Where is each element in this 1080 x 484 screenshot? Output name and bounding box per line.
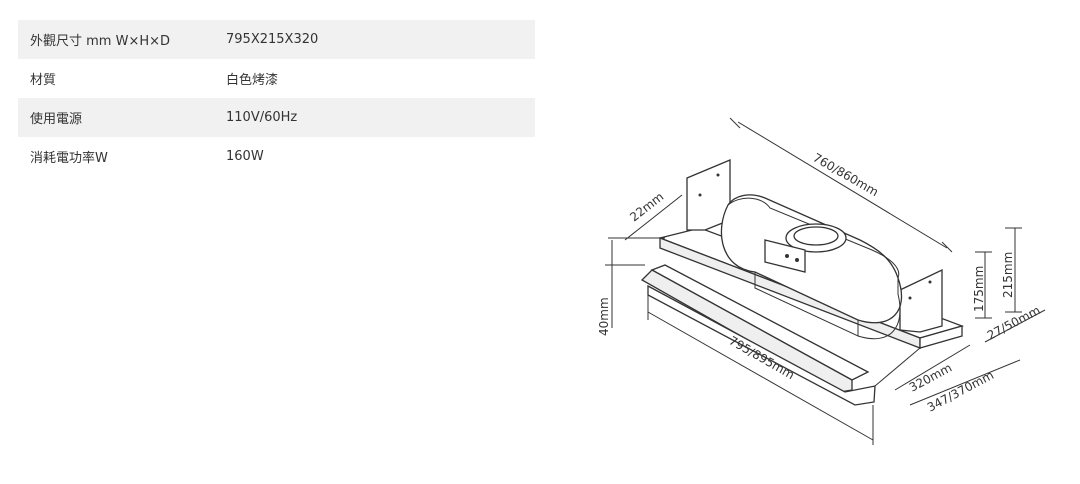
spec-row-power-supply: 使用電源 110V/60Hz bbox=[18, 98, 535, 137]
spec-value: 白色烤漆 bbox=[226, 73, 279, 88]
spec-table: 外觀尺寸 mm W×H×D 795X215X320 材質 白色烤漆 使用電源 1… bbox=[18, 20, 535, 176]
dim-offset-27: 27/50mm bbox=[985, 303, 1043, 343]
spec-row-power-consumption: 消耗電功率W 160W bbox=[18, 137, 535, 176]
spec-value: 795X215X320 bbox=[226, 32, 319, 47]
spec-label: 材質 bbox=[30, 73, 57, 88]
right-bracket bbox=[899, 268, 943, 333]
spec-label: 消耗電功率W bbox=[30, 151, 108, 166]
motor-housing bbox=[720, 194, 903, 340]
dim-height-215: 215mm bbox=[1001, 252, 1015, 298]
dim-height-175: 175mm bbox=[972, 266, 986, 312]
spec-label: 外觀尺寸 mm W×H×D bbox=[30, 34, 171, 49]
spec-row-material: 材質 白色烤漆 bbox=[18, 59, 535, 98]
dim-front-height: 40mm bbox=[597, 297, 611, 336]
spec-row-dimensions: 外觀尺寸 mm W×H×D 795X215X320 bbox=[18, 20, 535, 59]
dimension-lines bbox=[605, 117, 1046, 445]
spec-value: 160W bbox=[226, 149, 264, 164]
dim-top-gap: 22mm bbox=[627, 190, 666, 225]
spec-label: 使用電源 bbox=[30, 112, 83, 127]
left-bracket bbox=[686, 159, 731, 231]
dim-top-width: 760/860mm bbox=[811, 150, 881, 199]
range-hood-dimension-diagram: 760/860mm 795/895mm 22mm 40mm 175mm 215m… bbox=[597, 117, 1046, 445]
spec-value: 110V/60Hz bbox=[226, 110, 298, 125]
